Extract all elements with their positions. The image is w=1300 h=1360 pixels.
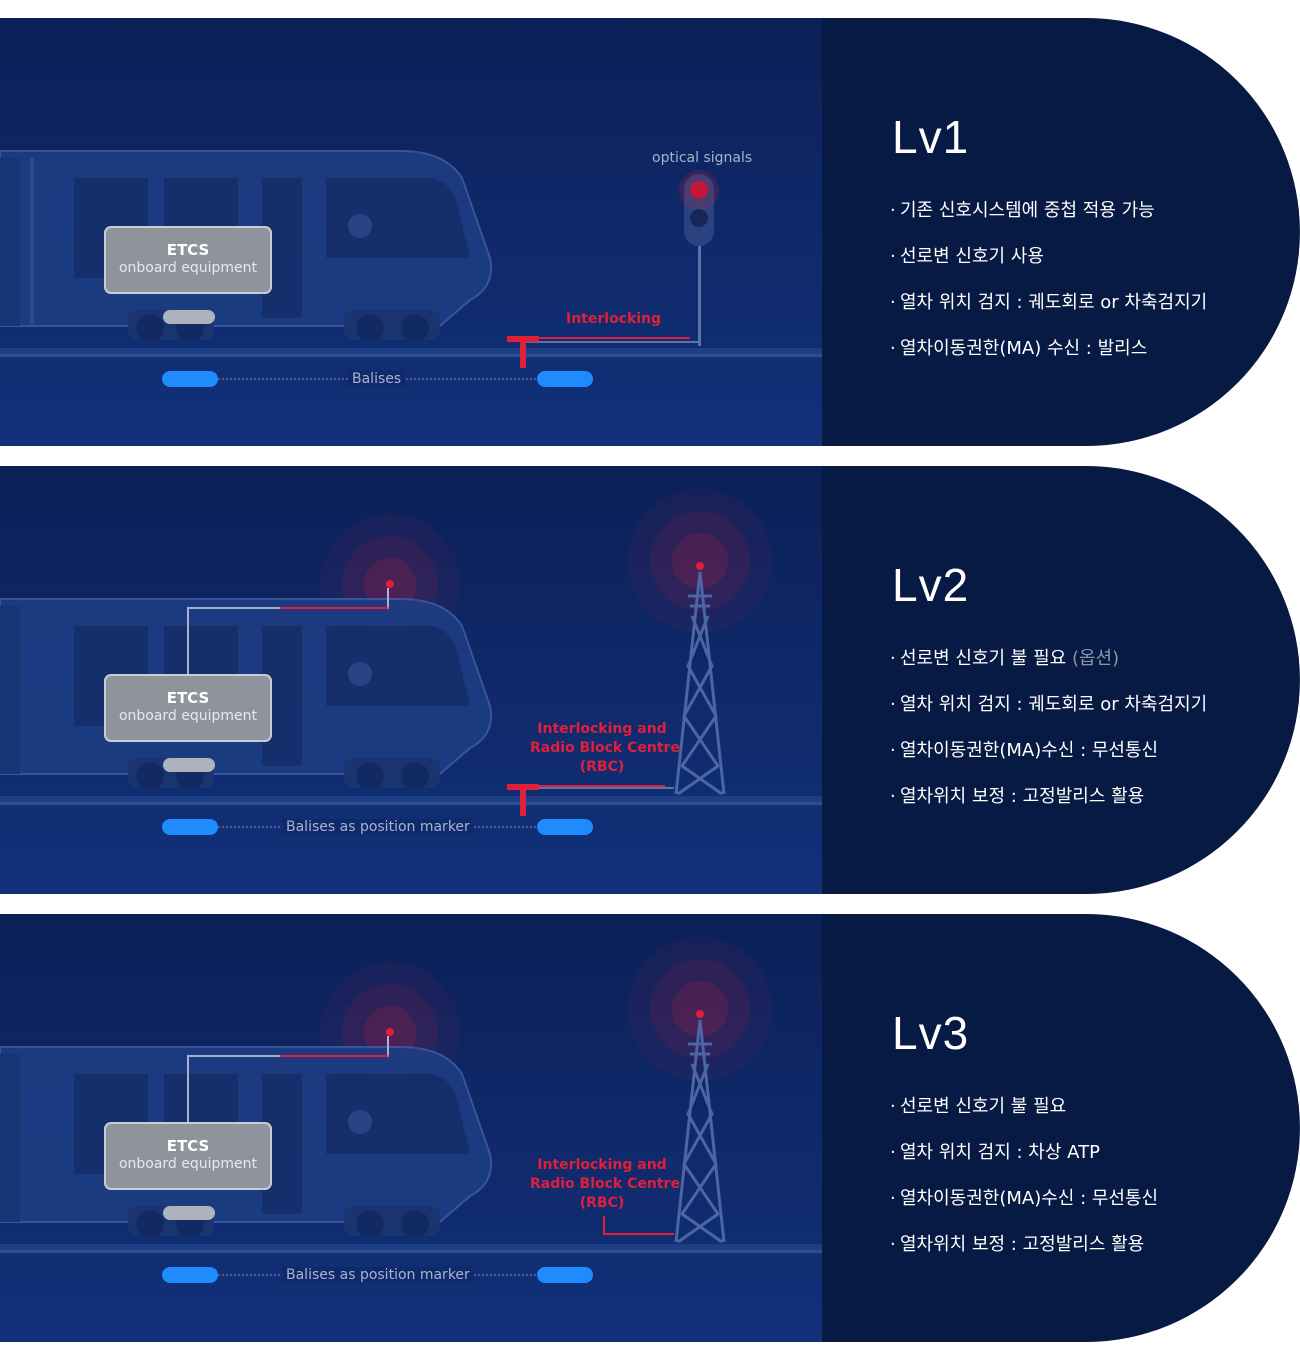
rbc-label: Interlocking and Radio Block Centre (RBC… (530, 1157, 680, 1211)
bullet-item: ·열차위치 보정 : 고정발리스 활용 (890, 1234, 1145, 1255)
interlocking-icon (507, 784, 539, 816)
bullet-item: ·열차이동권한(MA) 수신 : 발리스 (890, 338, 1148, 359)
interlocking-icon (507, 336, 539, 368)
level-2-panel: ETCS onboard equipment Interlocking and … (0, 466, 1300, 894)
etcs-subtitle: onboard equipment (118, 708, 258, 724)
balise-icon (537, 1267, 593, 1283)
level-3-bullets: ·선로변 신호기 불 필요 ·열차 위치 검지 : 차상 ATP ·열차이동권한… (890, 1084, 1158, 1268)
etcs-subtitle: onboard equipment (118, 1156, 258, 1172)
bullet-item: ·선로변 신호기 불 필요 (옵션) (890, 648, 1120, 669)
etcs-onboard-box: ETCS onboard equipment (104, 226, 272, 294)
bullet-item: ·열차 위치 검지 : 궤도회로 or 차축검지기 (890, 694, 1208, 715)
interlocking-label: Interlocking (566, 311, 662, 327)
level-title: Lv3 (892, 1007, 970, 1059)
radio-tower-icon (674, 1019, 726, 1244)
level-1-panel: ETCS onboard equipment optical signals I… (0, 18, 1300, 446)
level-1-illustration (0, 18, 1300, 446)
etcs-subtitle: onboard equipment (118, 260, 258, 276)
level-2-bullets: ·선로변 신호기 불 필요 (옵션) ·열차 위치 검지 : 궤도회로 or 차… (890, 636, 1207, 820)
balises-label: Balises (348, 371, 406, 387)
bullet-item: ·열차위치 보정 : 고정발리스 활용 (890, 786, 1145, 807)
etcs-onboard-box: ETCS onboard equipment (104, 674, 272, 742)
bullet-item: ·선로변 신호기 사용 (890, 246, 1044, 267)
onboard-antenna (163, 1206, 215, 1220)
level-3-panel: ETCS onboard equipment Interlocking and … (0, 914, 1300, 1342)
balise-icon (162, 1267, 218, 1283)
balise-icon (162, 819, 218, 835)
level-2-illustration (0, 466, 1300, 894)
optical-signals-label: optical signals (652, 150, 753, 166)
etcs-onboard-box: ETCS onboard equipment (104, 1122, 272, 1190)
onboard-antenna (163, 758, 215, 772)
optical-signal-icon (679, 170, 719, 346)
bullet-item: ·열차이동권한(MA)수신 : 무선통신 (890, 740, 1159, 761)
bullet-item: ·기존 신호시스템에 중첩 적용 가능 (890, 200, 1155, 221)
bullet-item: ·열차이동권한(MA)수신 : 무선통신 (890, 1188, 1159, 1209)
radio-tower-icon (674, 571, 726, 796)
onboard-antenna (163, 310, 215, 324)
bullet-item: ·열차 위치 검지 : 차상 ATP (890, 1142, 1100, 1163)
level-title: Lv2 (892, 559, 970, 611)
balise-icon (537, 819, 593, 835)
balises-label: Balises as position marker (282, 1267, 474, 1283)
balise-icon (537, 371, 593, 387)
level-1-bullets: ·기존 신호시스템에 중첩 적용 가능 ·선로변 신호기 사용 ·열차 위치 검… (890, 188, 1207, 372)
etcs-title: ETCS (166, 689, 210, 707)
option-note: (옵션) (1071, 648, 1120, 669)
balises-label: Balises as position marker (282, 819, 474, 835)
rbc-label: Interlocking and Radio Block Centre (RBC… (530, 721, 680, 775)
etcs-title: ETCS (166, 241, 210, 259)
level-title: Lv1 (892, 111, 970, 163)
tower-radio-signal-icon (628, 489, 772, 633)
etcs-title: ETCS (166, 1137, 210, 1155)
tower-radio-signal-icon (628, 937, 772, 1081)
bullet-item: ·선로변 신호기 불 필요 (890, 1096, 1067, 1117)
balise-icon (162, 371, 218, 387)
bullet-item: ·열차 위치 검지 : 궤도회로 or 차축검지기 (890, 292, 1208, 313)
